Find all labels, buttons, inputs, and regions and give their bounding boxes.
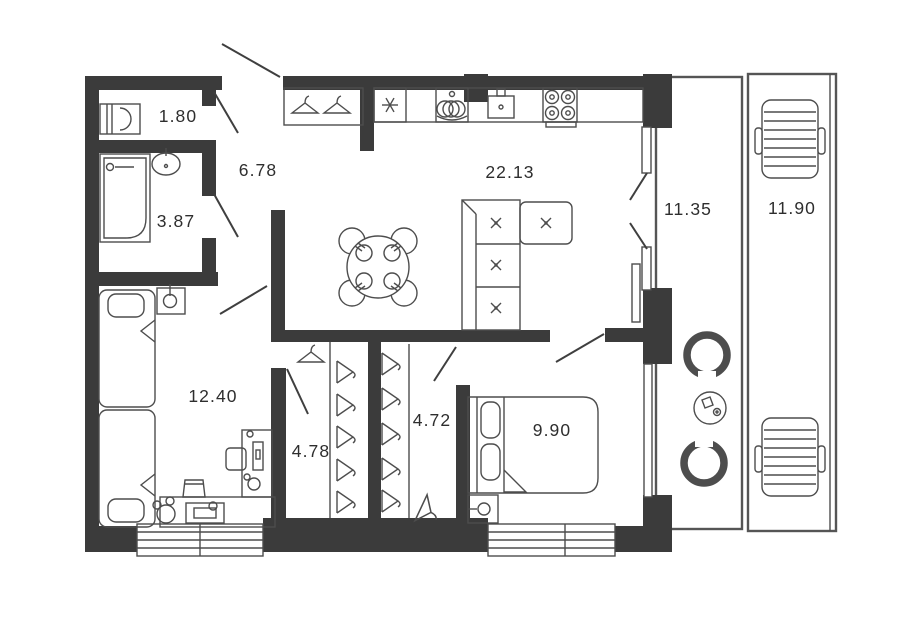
room-label-kids-room: 12.40 — [188, 386, 237, 406]
wall-corner-midright — [643, 288, 672, 364]
sofa-ottoman — [519, 201, 573, 245]
walls — [85, 74, 672, 552]
wash-basin-icon — [151, 148, 181, 176]
radiator-bench-top — [754, 99, 826, 179]
washing-machine-icon — [99, 103, 141, 135]
dining-table — [346, 235, 410, 299]
wall-bath-kids — [85, 272, 218, 286]
closet-left-door-leaf — [286, 368, 309, 415]
windows — [136, 126, 653, 557]
bathtub-icon — [99, 153, 151, 243]
pillow — [480, 401, 501, 439]
wall-closet-bedroom — [456, 385, 470, 528]
stool-icon — [182, 479, 206, 498]
hanger-icon — [381, 457, 401, 481]
single-bed-1 — [98, 289, 156, 408]
hanger-icon — [336, 393, 356, 417]
wall-top-left — [85, 76, 222, 90]
wall-bedroom-door-corner — [605, 328, 645, 342]
window-bedroom-balcony — [643, 363, 653, 498]
armchair-top — [683, 331, 731, 381]
room-label-closet-right: 4.72 — [413, 410, 451, 430]
place-setting — [354, 242, 402, 292]
hanger-icon — [336, 458, 356, 482]
wall-bath-right-upper — [202, 140, 216, 196]
hanger-icon — [336, 360, 356, 384]
radiator — [631, 263, 641, 323]
room-label-loggia-right: 11.90 — [768, 198, 816, 218]
balcony-furniture — [680, 99, 826, 497]
room-label-utility: 1.80 — [159, 106, 197, 126]
kids-room-door-leaf — [219, 285, 268, 315]
radiator-bench-bottom — [754, 417, 826, 497]
bedroom-door-leaf — [555, 333, 605, 363]
kids-room-furniture — [98, 284, 276, 528]
room-label-bathroom: 3.87 — [157, 211, 195, 231]
armchair-bottom — [680, 437, 728, 487]
window-living-balcony — [641, 126, 652, 291]
entry-door-leaf — [221, 43, 281, 78]
nightstand-lamp — [156, 284, 186, 315]
room-labels: 1.80 6.78 3.87 22.13 11.35 11.90 12.40 4… — [157, 106, 816, 461]
balcony-door-sash-1 — [629, 172, 648, 201]
utility-door-leaf — [213, 91, 239, 134]
wall-closet-divider — [368, 330, 381, 528]
kitchen-sink-icon — [487, 88, 515, 119]
wall-corner-topright — [643, 74, 672, 128]
bedroom-furniture — [467, 396, 599, 524]
hanger-icon — [336, 425, 356, 449]
bedside-table-lamp — [467, 494, 499, 524]
hanger-icon — [291, 95, 319, 114]
loggia-right-outline — [746, 72, 838, 533]
coffee-table — [693, 391, 727, 425]
single-bed-2 — [98, 409, 156, 528]
double-bed — [467, 396, 599, 494]
hanger-icon — [381, 489, 401, 513]
entry-closet — [283, 87, 364, 126]
balcony-door-sash-2 — [629, 222, 648, 250]
hanger-icon — [336, 490, 356, 514]
room-label-kitchen-living: 22.13 — [485, 162, 534, 182]
bathroom-door-leaf — [213, 193, 239, 238]
room-label-bedroom: 9.90 — [533, 420, 571, 440]
window-bedroom-south — [487, 523, 616, 557]
wall-hall-divider — [271, 210, 285, 342]
room-label-closet-left: 4.78 — [292, 441, 330, 461]
fridge-icon — [373, 87, 407, 123]
hanger-icon — [323, 95, 351, 114]
room-label-loggia-left: 11.35 — [664, 199, 712, 219]
closet-left-fittings — [297, 342, 356, 518]
cushion-marks — [490, 217, 552, 314]
corner-sofa — [461, 199, 573, 331]
wall-living-south — [285, 330, 550, 342]
closet-right-door-leaf — [433, 346, 457, 382]
desk — [152, 496, 276, 528]
room-label-hallway: 6.78 — [239, 160, 277, 180]
kitchen-counter — [373, 87, 644, 128]
desk-2 — [225, 429, 273, 498]
dishwasher-icon — [435, 87, 469, 123]
wall-bottom-1 — [85, 526, 137, 552]
doors — [213, 43, 648, 415]
desk2-chair — [247, 477, 261, 491]
hanger-icon — [297, 344, 325, 363]
window-kids-room — [136, 523, 264, 557]
dining-set — [338, 227, 418, 307]
hanger-icon — [381, 422, 401, 446]
wall-utility-bath — [85, 140, 215, 153]
hanger-icon — [381, 352, 401, 376]
wall-bottom-2 — [263, 518, 488, 552]
wall-kitchen-stub — [360, 88, 374, 151]
wall-kids-closet — [271, 368, 286, 528]
pillow — [480, 443, 501, 481]
wall-left — [85, 76, 99, 552]
wall-utility-stub — [202, 76, 216, 106]
wall-corner-bottomright — [643, 495, 672, 552]
closet-right-fittings — [381, 344, 445, 530]
hanger-icon — [381, 387, 401, 411]
desk-chair — [156, 504, 176, 524]
stove-icon — [542, 87, 578, 128]
